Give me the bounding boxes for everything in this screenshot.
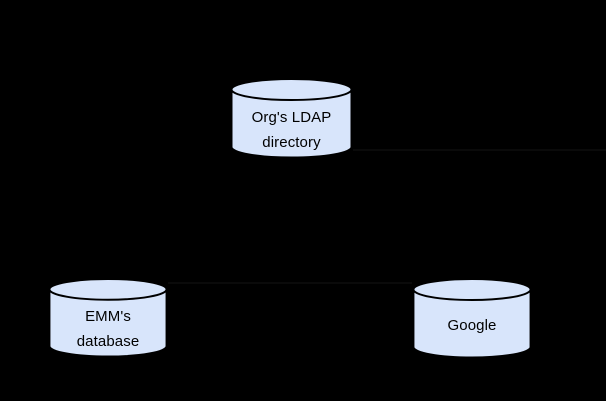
database-cylinder-icon [230,78,353,159]
node-label-line: Google [447,317,497,334]
cylinder-body [412,289,532,359]
faint-connector-line [353,149,606,151]
node-label-line: Org's LDAP [251,109,332,126]
node-emm-database: EMM's database [48,277,168,359]
cylinder-body [48,289,168,358]
node-label: Org's LDAP directory [230,105,353,155]
cylinder-body [230,89,353,159]
faint-connector-line [168,282,412,284]
node-google: Google [412,277,532,360]
database-cylinder-icon [412,278,532,359]
node-label-line: EMM's [85,308,131,325]
database-cylinder-icon [48,277,168,358]
node-label-line: directory [262,134,321,151]
node-org-ldap-directory: Org's LDAP directory [230,77,353,160]
cylinder-top [230,78,353,101]
cylinder-top [48,277,168,301]
node-label-line: database [76,333,140,350]
cylinder-top [412,278,532,301]
node-label: Google [412,313,532,338]
node-label: EMM's database [48,304,168,354]
